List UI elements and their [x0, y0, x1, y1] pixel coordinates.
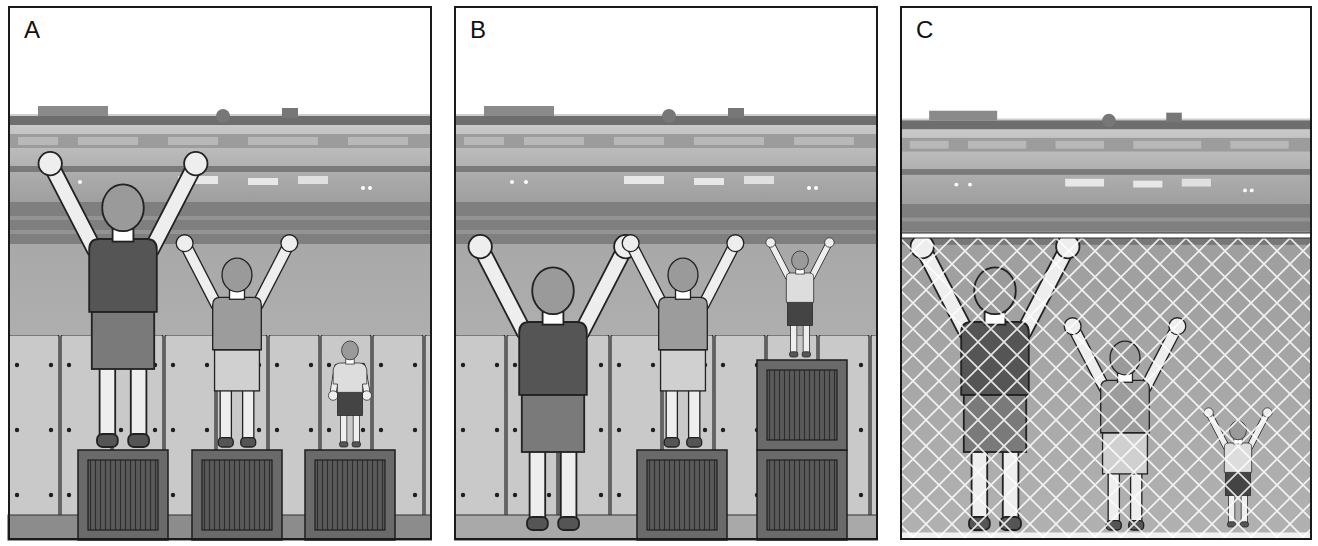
crate	[305, 450, 395, 540]
field-shade	[900, 238, 1312, 540]
tall-person	[469, 235, 638, 530]
panel-a-scene	[8, 152, 432, 540]
crate	[637, 450, 727, 540]
panel-label: B	[470, 16, 486, 45]
panel-frame: C	[900, 6, 1312, 540]
short-person	[766, 238, 834, 357]
tall-person	[39, 152, 208, 447]
panel-frame: B	[454, 6, 878, 540]
panel-gap	[1312, 0, 1318, 546]
medium-person	[622, 235, 744, 447]
stadium-background	[8, 6, 432, 540]
fence-top-rail	[900, 233, 1312, 238]
panel-frame: A	[8, 6, 432, 540]
panel-label: A	[24, 16, 40, 45]
stadium-background	[454, 6, 878, 540]
chain-link-fence	[900, 238, 1312, 540]
crate	[757, 360, 847, 450]
crate	[78, 450, 168, 540]
panel-b-scene	[454, 235, 878, 540]
crate	[757, 450, 847, 540]
medium-person	[176, 235, 298, 447]
panel-gap	[432, 0, 454, 546]
crate	[192, 450, 282, 540]
short-person	[328, 341, 371, 447]
panel-c-scene	[900, 233, 1312, 540]
panel-label: C	[916, 16, 933, 45]
panel-gap	[878, 0, 900, 546]
